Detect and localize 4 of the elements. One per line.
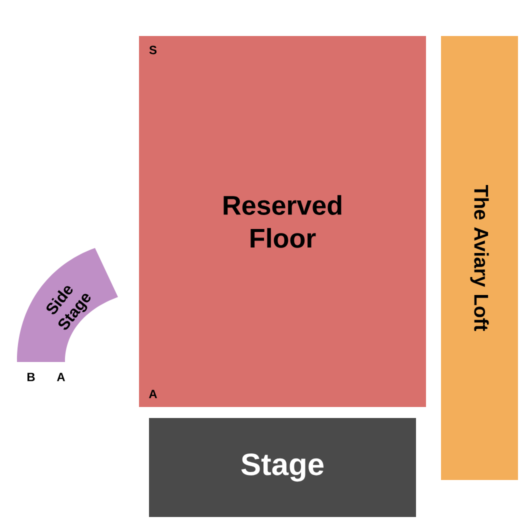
seating-section: The Aviary Loft <box>441 36 518 480</box>
stage-block: Stage <box>149 418 416 517</box>
row-label: S <box>149 46 157 54</box>
row-label: A <box>148 390 157 398</box>
